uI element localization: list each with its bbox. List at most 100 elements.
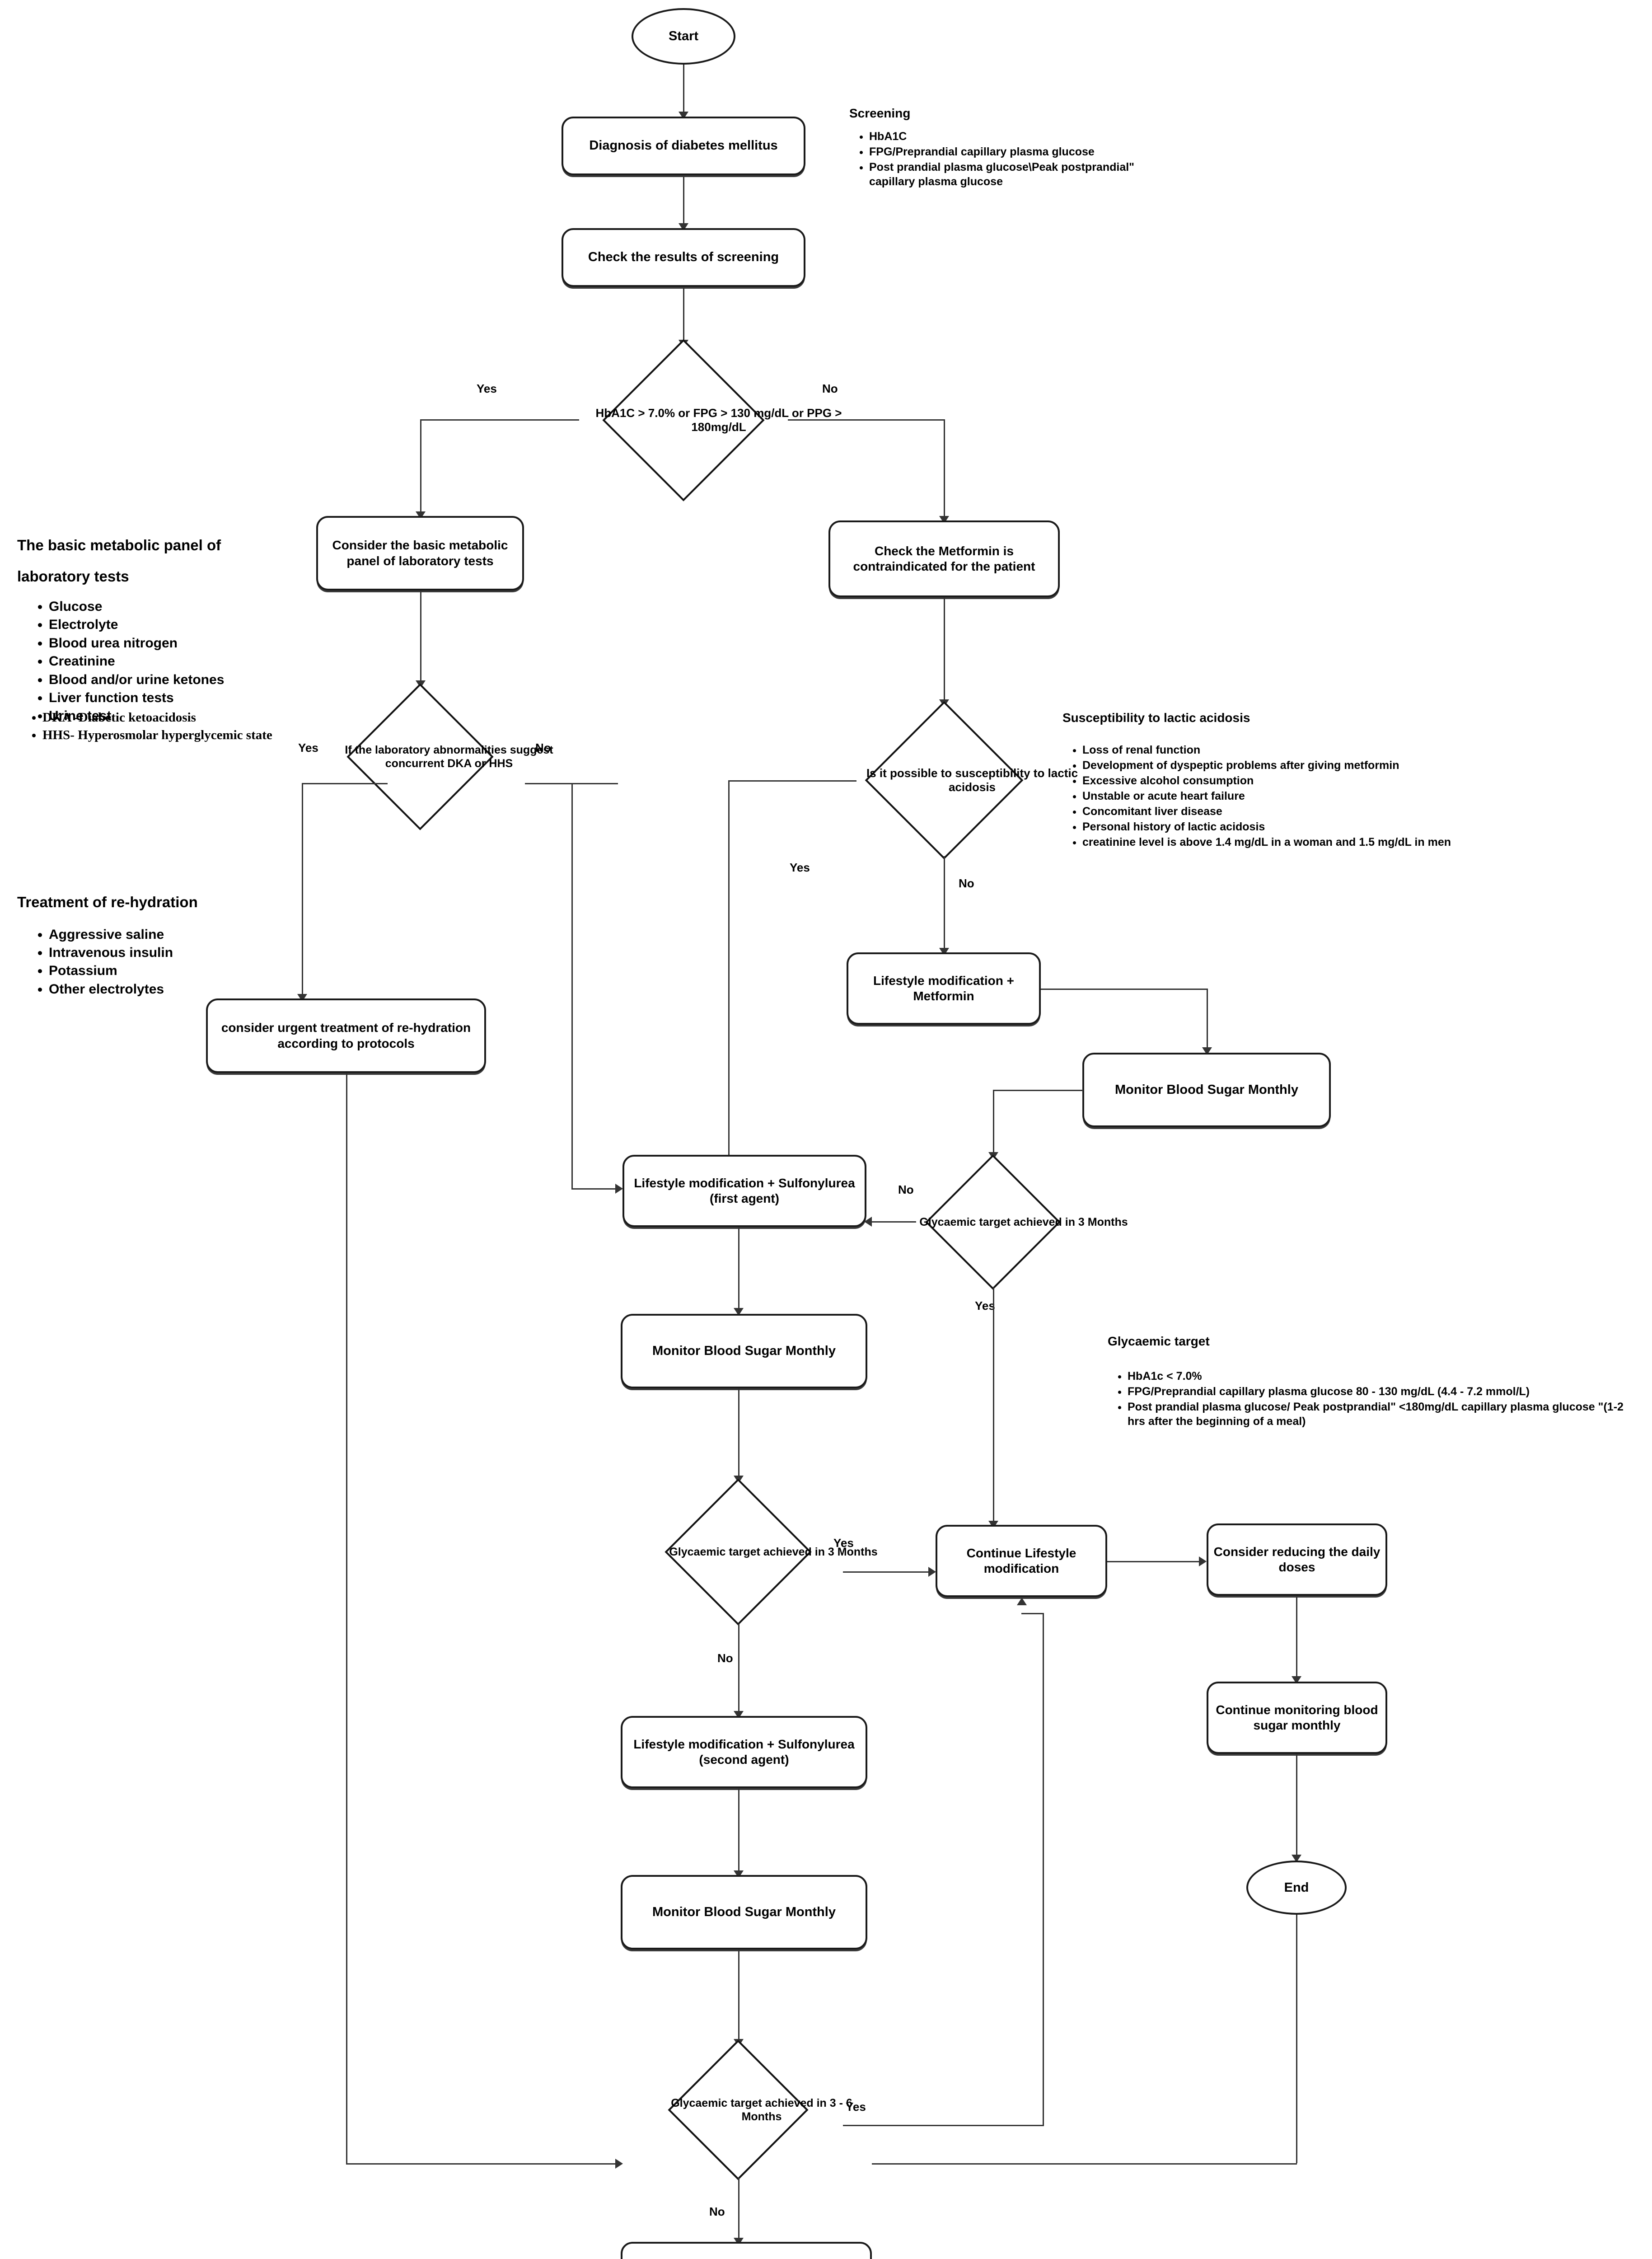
node-urgent-rehydration[interactable]: consider urgent treatment of re-hydratio… [206,998,486,1073]
decision-lactic-label: Is it possible to susceptibility to lact… [866,766,1078,794]
edge-hba1c-yes-v [420,419,421,515]
edge-end-bottom-rail-v [1296,1915,1297,2163]
note-metabolic-panel-title-2: laboratory tests [17,567,129,585]
arrowhead-consider-reducing [1199,1556,1207,1566]
list-item: Unstable or acute heart failure [1082,789,1636,803]
node-consider-reducing[interactable]: Consider reducing the daily doses [1207,1523,1387,1596]
note-screening-title: Screening [849,106,911,120]
edge-dka-yes-h [302,783,388,784]
edge-metformin-to-monitor1-h [1041,989,1208,990]
note-screening-list: HbA1C FPG/Preprandial capillary plasma g… [849,129,1138,189]
node-lifestyle-sulf-second[interactable]: Lifestyle modification + Sulfonylurea (s… [621,1716,867,1788]
list-item: Concomitant liver disease [1082,804,1636,819]
arrowhead-continue-lifestyle-left [928,1567,936,1577]
node-lifestyle-sulf-first[interactable]: Lifestyle modification + Sulfonylurea (f… [622,1155,866,1227]
node-check-metformin-label: Check the Metformin is contraindicated f… [853,544,1035,573]
edge-monitoring-to-end [1296,1754,1297,1858]
decision-gly-3m-label: Glycaemic target achieved in 3 Months [669,1546,878,1558]
decision-gly-metformin-label: Glycaemic target achieved in 3 Months [919,1216,1128,1228]
node-continue-monitoring[interactable]: Continue monitoring blood sugar monthly [1207,1682,1387,1754]
edge-rehydration-down [346,1073,347,2163]
decision-hba1c-label: HbA1C > 7.0% or FPG > 130 mg/dL or PPG >… [595,406,842,434]
edge-label-gly-metformin-yes: Yes [975,1299,995,1312]
node-continue-lifestyle[interactable]: Continue Lifestyle modification [936,1525,1107,1597]
decision-dka-label: If the laboratory abnormalities suggest … [345,744,553,770]
edge-gly-36m-no [738,2178,739,2241]
decision-gly-3m[interactable]: Glycaemic target achieved in 3 Months [630,1478,878,1626]
edge-monitor1-to-gly-h [993,1090,1083,1091]
decision-gly-metformin[interactable]: Glycaemic target achieved in 3 Months [884,1154,1128,1290]
edge-insulin-to-end-rail [872,2163,1297,2165]
note-rehydration-title: Treatment of re-hydration [17,894,198,910]
node-start[interactable]: Start [632,8,735,65]
list-item: Potassium [49,962,306,980]
edge-label-gly-36m-yes: Yes [846,2100,866,2114]
list-item: DKA -Diabetic ketoacidosis [42,709,306,726]
list-item: Glucose [49,598,306,615]
edge-lactic-no-v [944,856,945,951]
node-continue-monitoring-label: Continue monitoring blood sugar monthly [1216,1702,1378,1732]
decision-lactic[interactable]: Is it possible to susceptibility to lact… [819,701,1078,860]
node-monitor-2[interactable]: Monitor Blood Sugar Monthly [621,1314,867,1388]
edge-gly-3m-yes [843,1571,931,1573]
arrowhead-complex-insulin-left [615,2159,623,2169]
edge-gly-metformin-no [872,1221,916,1223]
edge-metformin-to-lactic [944,597,945,702]
node-consider-reducing-label: Consider reducing the daily doses [1213,1544,1381,1574]
list-item: Loss of renal function [1082,743,1636,757]
edge-rehydration-to-insulin [346,2163,618,2165]
edge-sulfsecond-to-monitor3 [738,1788,739,1874]
node-consider-panel[interactable]: Consider the basic metabolic panel of la… [316,516,524,591]
node-lifestyle-metformin[interactable]: Lifestyle modification + Metformin [847,952,1041,1025]
edge-start-to-diagnosis [683,65,684,114]
note-lactic-acidosis-list: Loss of renal function Development of dy… [1062,743,1636,849]
list-item: creatinine level is above 1.4 mg/dL in a… [1082,835,1636,849]
edge-monitor3-to-gly36m [738,1950,739,2042]
edge-hba1c-no-h [788,419,945,421]
edge-label-dka-no: No [535,741,551,755]
note-lactic-acidosis-title: Susceptibility to lactic acidosis [1062,711,1250,725]
node-complex-insulin[interactable]: Complex insulin regiment with multiple d… [621,2242,872,2259]
node-monitor-1[interactable]: Monitor Blood Sugar Monthly [1082,1053,1331,1127]
edge-hba1c-yes-h [420,419,579,421]
edge-label-hba1c-yes: Yes [477,382,497,395]
decision-dka[interactable]: If the laboratory abnormalities suggest … [312,683,553,830]
edge-label-gly-36m-no: No [709,2205,725,2218]
edge-label-lactic-yes: Yes [790,861,810,874]
note-glycaemic-target-list: HbA1c < 7.0% FPG/Preprandial capillary p… [1108,1369,1641,1429]
node-diagnosis[interactable]: Diagnosis of diabetes mellitus [562,117,805,175]
edge-sulffirst-to-monitor2 [738,1227,739,1311]
edge-gly-36m-yes-h [843,2125,1044,2126]
list-item: Post prandial plasma glucose\Peak postpr… [869,160,1138,189]
node-diagnosis-label: Diagnosis of diabetes mellitus [589,138,778,153]
edge-dka-yes-v [302,783,303,997]
list-item: Other electrolytes [49,981,306,998]
node-check-metformin[interactable]: Check the Metformin is contraindicated f… [828,520,1060,597]
arrowhead-continue-lifestyle-bottom [1017,1598,1027,1605]
node-check-screening[interactable]: Check the results of screening [562,228,805,287]
list-item: Development of dyspeptic problems after … [1082,758,1636,773]
list-item: Blood urea nitrogen [49,635,306,652]
node-lifestyle-sulf-first-label: Lifestyle modification + Sulfonylurea (f… [634,1176,855,1205]
edge-dka-no-v [571,783,573,1190]
list-item: Intravenous insulin [49,944,306,961]
edge-monitor2-to-gly3m [738,1388,739,1479]
decision-gly-36m[interactable]: Glycaemic target achieved in 3 - 6 Month… [630,2039,852,2180]
decision-hba1c[interactable]: HbA1C > 7.0% or FPG > 130 mg/dL or PPG >… [547,339,842,501]
node-start-label: Start [668,29,699,43]
note-lactic-acidosis: Susceptibility to lactic acidosis Loss o… [1062,709,1636,850]
node-end[interactable]: End [1246,1861,1347,1915]
note-metabolic-panel: The basic metabolic panel of laboratory … [17,535,306,726]
node-monitor-2-label: Monitor Blood Sugar Monthly [652,1343,836,1358]
edge-reducing-to-monitoring [1296,1596,1297,1679]
edge-lactic-yes-v [728,780,730,1189]
list-item: Aggressive saline [49,926,306,943]
edge-dka-no-h2 [571,1188,619,1190]
node-monitor-3[interactable]: Monitor Blood Sugar Monthly [621,1875,867,1950]
edge-gly-36m-yes-h2 [1021,1613,1044,1614]
edge-panel-to-dka [420,591,421,683]
edge-continue-to-reducing [1107,1561,1203,1562]
edge-label-hba1c-no: No [822,382,838,395]
edge-label-gly-metformin-no: No [898,1183,914,1196]
